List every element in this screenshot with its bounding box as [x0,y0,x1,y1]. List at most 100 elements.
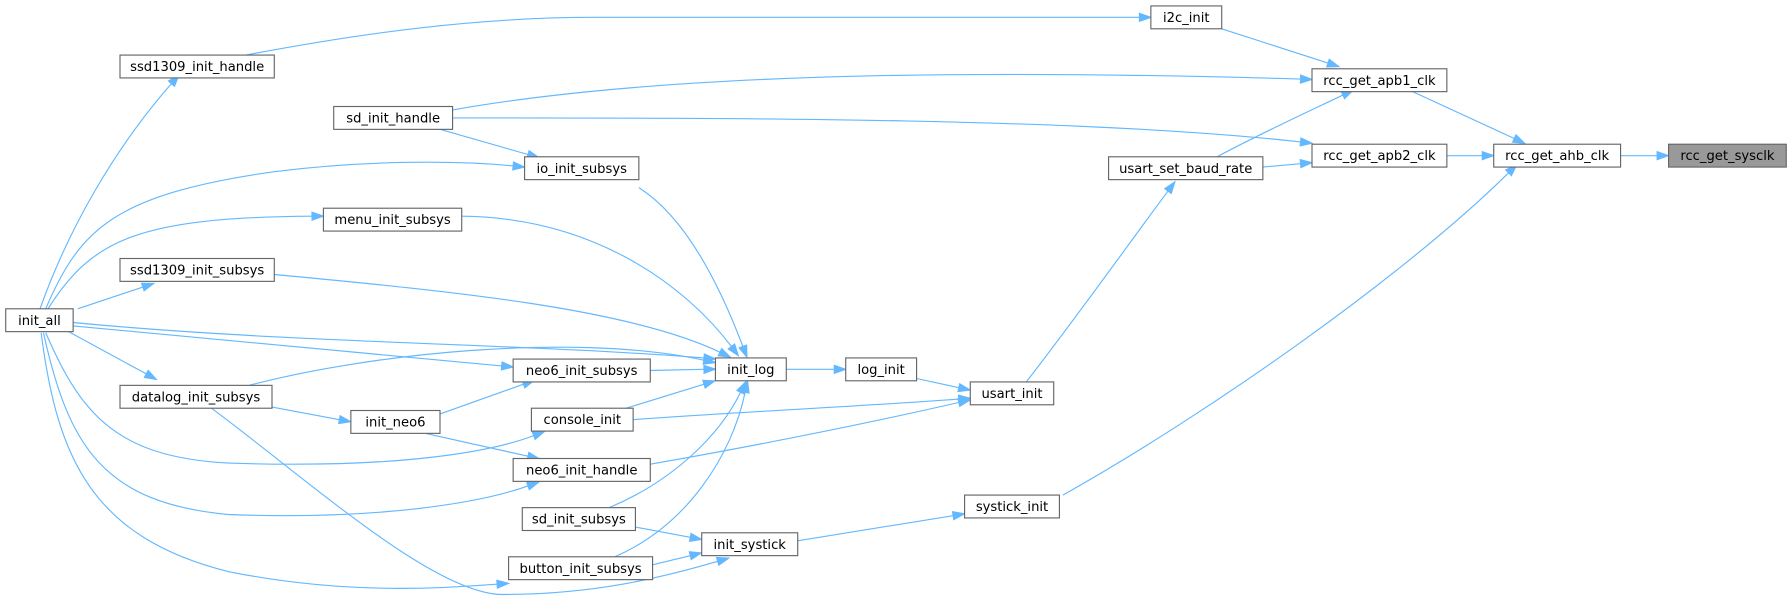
node-box[interactable] [350,409,441,434]
edges-layer [39,12,1671,596]
edge-line [248,346,705,386]
node-box[interactable] [845,357,918,382]
edge-line [439,128,529,156]
node-box[interactable] [1668,143,1787,168]
arrowhead-icon [1138,12,1153,23]
edge-datalog_init_subsys-to-init_neo6 [271,406,353,425]
edge-systick_init-to-rcc_get_ahb_clk [1062,163,1518,496]
node-box[interactable] [524,156,640,181]
arrowhead-icon [1299,158,1314,169]
node-ssd1309-init-handle[interactable]: ssd1309_init_handle [119,54,275,79]
node-rcc-get-apb2-clk[interactable]: rcc_get_apb2_clk [1311,143,1448,168]
node-box[interactable] [1150,5,1223,30]
arrowhead-icon [1656,150,1671,161]
node-label: console_init [544,413,621,428]
arrowhead-icon [1481,150,1496,161]
node-label: ssd1309_init_subsys [130,264,264,279]
node-button-init-subsys[interactable]: button_init_subsys [508,556,654,581]
edge-init_all-to-init_log [73,321,718,363]
edge-init_neo6-to-neo6_init_subsys [439,379,536,415]
node-box[interactable] [521,507,636,532]
edge-line [439,383,524,415]
node-label: sd_init_handle [346,112,440,127]
node-sd-init-subsys[interactable]: sd_init_subsys [521,507,636,532]
node-box[interactable] [1493,143,1622,168]
node-box[interactable] [969,381,1055,406]
node-io-init-subsys[interactable]: io_init_subsys [524,156,640,181]
edge-usart_set_baud_rate-to-rcc_get_apb2_clk [1262,158,1314,169]
edge-line [1412,91,1515,140]
node-box[interactable] [1311,143,1448,168]
edge-i2c_init-to-rcc_get_apb1_clk [1221,28,1341,68]
arrowhead-icon [715,556,731,567]
edge-ssd1309_init_handle-to-i2c_init [245,12,1153,56]
edge-init_log-to-log_init [786,364,848,375]
node-box[interactable] [714,357,787,382]
node-ssd1309-init-subsys[interactable]: ssd1309_init_subsys [119,257,275,282]
node-label: i2c_init [1163,11,1210,26]
node-init-neo6[interactable]: init_neo6 [350,409,441,434]
node-neo6-init-handle[interactable]: neo6_init_handle [512,457,651,482]
edge-line [638,187,744,347]
node-usart-init[interactable]: usart_init [969,381,1055,406]
node-box[interactable] [1107,156,1264,181]
edge-init_all-to-neo6_init_subsys [73,325,515,371]
edge-datalog_init_subsys-to-init_systick [211,407,731,596]
node-box[interactable] [512,457,651,482]
node-label: sd_init_subsys [532,513,626,528]
node-neo6-init-subsys[interactable]: neo6_init_subsys [512,358,651,383]
node-log-init[interactable]: log_init [845,357,918,382]
edge-menu_init_subsys-to-init_log [461,215,740,358]
node-box[interactable] [119,384,273,409]
node-i2c-init[interactable]: i2c_init [1150,5,1223,30]
node-datalog-init-subsys[interactable]: datalog_init_subsys [119,384,273,409]
arrowhead-icon [702,379,717,389]
arrowhead-icon [500,361,515,371]
edge-sd_init_handle-to-rcc_get_apb2_clk [452,117,1314,147]
node-init-all[interactable]: init_all [5,308,74,333]
node-box[interactable] [333,105,454,130]
edge-line [461,215,732,347]
node-box[interactable] [5,308,74,333]
node-systick-init[interactable]: systick_init [964,494,1060,519]
node-label: usart_set_baud_rate [1119,162,1252,177]
node-console-init[interactable]: console_init [530,407,634,432]
edge-io_init_subsys-to-init_log [638,187,748,359]
edge-log_init-to-usart_init [916,377,972,393]
node-usart-set-baud-rate[interactable]: usart_set_baud_rate [1107,156,1264,181]
arrowhead-icon [688,532,704,542]
node-box[interactable] [1311,68,1448,93]
node-init-log[interactable]: init_log [714,357,787,382]
node-box[interactable] [119,257,275,282]
node-box[interactable] [512,358,651,383]
edge-rcc_get_apb2_clk-to-rcc_get_ahb_clk [1446,150,1496,161]
node-menu-init-subsys[interactable]: menu_init_subsys [322,207,463,232]
node-rcc-get-ahb-clk[interactable]: rcc_get_ahb_clk [1493,143,1622,168]
node-rcc-get-apb1-clk[interactable]: rcc_get_apb1_clk [1311,68,1448,93]
edge-line [68,331,147,375]
edge-init_all-to-console_init [45,332,547,465]
node-box[interactable] [701,532,799,557]
node-label: usart_init [981,387,1042,402]
edge-line [39,83,172,309]
arrowhead-icon [740,379,750,394]
node-rcc-get-sysclk[interactable]: rcc_get_sysclk [1668,143,1787,168]
edge-ssd1309_init_subsys-to-init_log [274,273,732,358]
node-box[interactable] [322,207,463,232]
node-box[interactable] [964,494,1060,519]
edge-neo6_init_subsys-to-init_log [650,364,718,375]
node-box[interactable] [119,54,275,79]
edge-line [271,406,340,421]
arrowhead-icon [703,353,718,363]
node-label: init_systick [714,538,787,553]
arrowhead-icon [496,579,511,590]
node-box[interactable] [530,407,634,432]
node-label: rcc_get_apb1_clk [1323,74,1436,89]
edge-sd_init_subsys-to-init_systick [635,526,704,542]
node-sd-init-handle[interactable]: sd_init_handle [333,105,454,130]
node-init-systick[interactable]: init_systick [701,532,799,557]
node-box[interactable] [508,556,654,581]
edge-init_all-to-menu_init_subsys [47,211,326,310]
edge-line [1062,172,1509,496]
edge-sd_init_handle-to-rcc_get_apb1_clk [452,73,1314,111]
